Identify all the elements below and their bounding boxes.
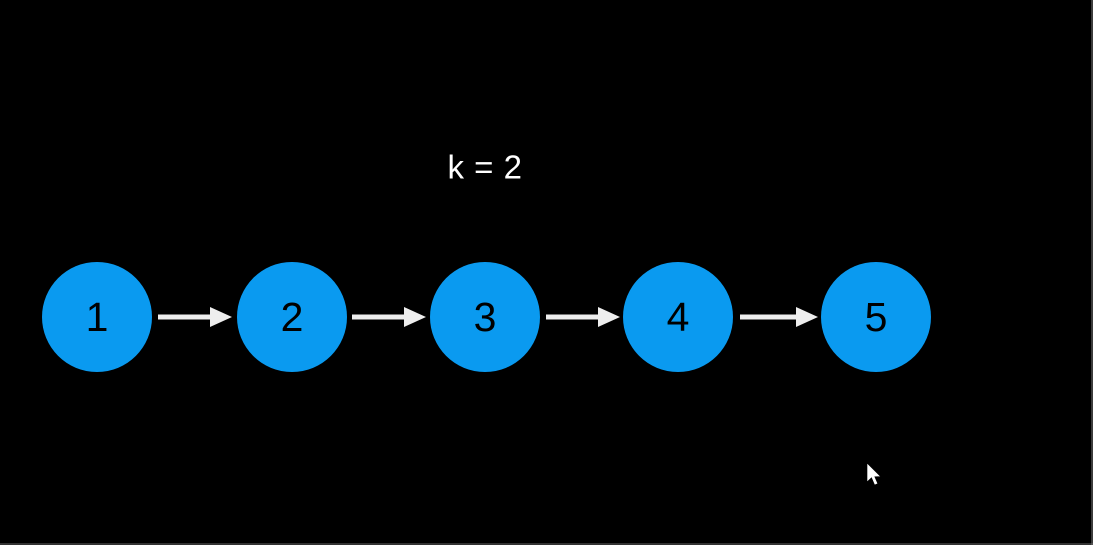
- list-node-label: 3: [473, 293, 497, 340]
- arrow-2-to-3: [352, 307, 426, 327]
- arrow-4-to-5: [740, 307, 818, 327]
- list-node-label: 4: [666, 293, 690, 340]
- arrow-3-to-4: [546, 307, 620, 327]
- list-node-label: 1: [85, 293, 109, 340]
- arrow-1-to-2: [158, 307, 232, 327]
- list-node-4[interactable]: 4: [623, 262, 733, 372]
- list-node-1[interactable]: 1: [42, 262, 152, 372]
- window-edge-right: [1091, 0, 1093, 545]
- mouse-cursor-icon: [866, 462, 882, 486]
- list-node-3[interactable]: 3: [430, 262, 540, 372]
- list-node-label: 2: [280, 293, 304, 340]
- list-node-2[interactable]: 2: [237, 262, 347, 372]
- k-value-label: k = 2: [447, 148, 523, 186]
- window-edge-bottom: [0, 543, 1093, 545]
- list-node-5[interactable]: 5: [821, 262, 931, 372]
- list-node-label: 5: [864, 293, 888, 340]
